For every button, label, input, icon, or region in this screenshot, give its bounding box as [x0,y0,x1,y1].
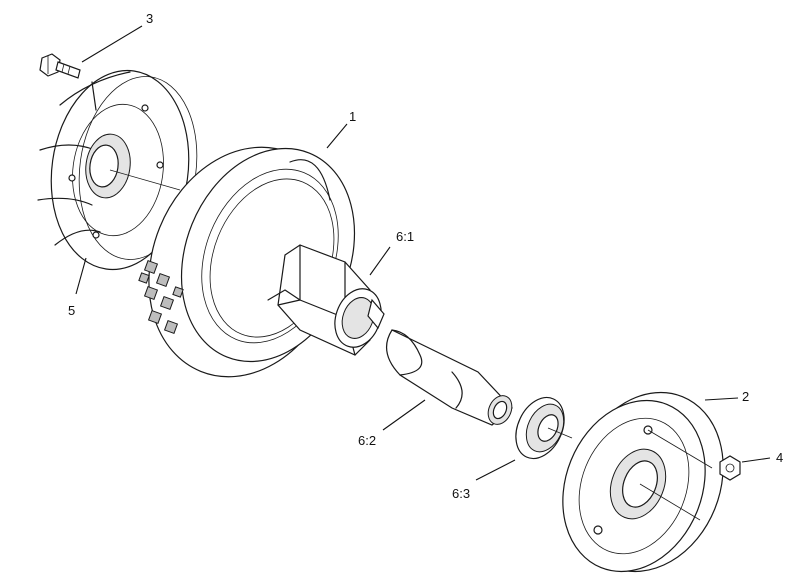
tyre-tread [138,259,184,335]
callout-5: 5 [68,303,75,318]
hub [267,244,385,356]
spacer-ring [515,396,573,460]
callout-labels: 3 1 6:1 5 6:2 6:3 2 4 [68,11,783,501]
callout-3: 3 [146,11,153,26]
leader-lines [75,25,771,481]
left-rim-half [37,69,198,271]
callout-6-3: 6:3 [452,486,470,501]
right-rim-half [562,391,724,573]
bolt [39,53,81,79]
callout-4: 4 [776,450,783,465]
nut [719,455,741,481]
axle-sleeve [385,329,513,426]
callout-6-1: 6:1 [396,229,414,244]
callout-1: 1 [349,109,356,124]
callout-6-2: 6:2 [358,433,376,448]
callout-2: 2 [742,389,749,404]
